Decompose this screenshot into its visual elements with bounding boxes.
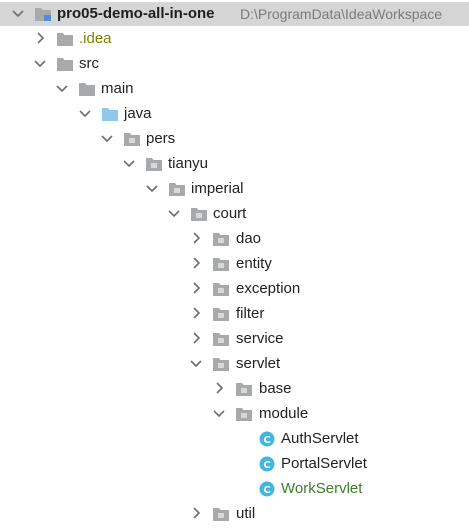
chevron-down-icon[interactable] — [32, 55, 48, 71]
folder-label: java — [124, 105, 152, 122]
package-label: base — [259, 380, 292, 397]
class-label: PortalServlet — [281, 455, 367, 472]
package-icon — [168, 180, 186, 198]
package-icon — [212, 280, 230, 298]
chevron-down-icon[interactable] — [54, 80, 70, 96]
tree-row-module[interactable]: module — [0, 402, 469, 426]
tree-row-tianyu[interactable]: tianyu — [0, 152, 469, 176]
package-label: tianyu — [168, 155, 209, 172]
package-icon — [212, 230, 230, 248]
chevron-right-icon[interactable] — [188, 255, 204, 271]
tree-row-servlet[interactable]: servlet — [0, 352, 469, 376]
tree-row-main[interactable]: main — [0, 77, 469, 101]
tree-row-src[interactable]: src — [0, 52, 469, 76]
package-icon — [212, 355, 230, 373]
tree-row-court[interactable]: court — [0, 202, 469, 226]
chevron-down-icon[interactable] — [77, 105, 93, 121]
package-icon — [212, 255, 230, 273]
source-folder-icon — [101, 105, 119, 123]
package-icon — [212, 330, 230, 348]
chevron-right-icon[interactable] — [188, 505, 204, 521]
folder-icon — [78, 80, 96, 98]
tree-row-java[interactable]: java — [0, 102, 469, 126]
package-label: util — [236, 505, 256, 522]
tree-row-dao[interactable]: dao — [0, 227, 469, 251]
folder-label: src — [79, 55, 99, 72]
package-label: servlet — [236, 355, 281, 372]
chevron-right-icon[interactable] — [188, 280, 204, 296]
chevron-down-icon[interactable] — [10, 5, 26, 21]
class-icon: C — [258, 455, 276, 473]
tree-row-workservlet[interactable]: C WorkServlet — [0, 477, 469, 501]
chevron-down-icon[interactable] — [121, 155, 137, 171]
chevron-right-icon[interactable] — [188, 330, 204, 346]
class-label: AuthServlet — [281, 430, 359, 447]
package-label: pers — [146, 130, 176, 147]
package-icon — [212, 505, 230, 523]
class-icon: C — [258, 430, 276, 448]
class-label: WorkServlet — [281, 480, 363, 497]
package-icon — [123, 130, 141, 148]
tree-row-portalservlet[interactable]: C PortalServlet — [0, 452, 469, 476]
folder-icon — [56, 30, 74, 48]
tree-row-entity[interactable]: entity — [0, 252, 469, 276]
tree-row-idea[interactable]: .idea — [0, 27, 469, 51]
tree-row-util[interactable]: util — [0, 502, 469, 526]
tree-row-imperial[interactable]: imperial — [0, 177, 469, 201]
chevron-down-icon[interactable] — [188, 355, 204, 371]
root-path: D:\ProgramData\IdeaWorkspace — [240, 6, 443, 22]
tree-row-authservlet[interactable]: C AuthServlet — [0, 427, 469, 451]
package-icon — [145, 155, 163, 173]
class-icon-letter: C — [263, 435, 270, 446]
package-label: module — [259, 405, 309, 422]
chevron-down-icon[interactable] — [166, 205, 182, 221]
folder-label: main — [101, 80, 134, 97]
chevron-right-icon[interactable] — [211, 380, 227, 396]
package-label: service — [236, 330, 284, 347]
tree-row-exception[interactable]: exception — [0, 277, 469, 301]
folder-icon — [56, 55, 74, 73]
chevron-down-icon[interactable] — [211, 405, 227, 421]
package-label: entity — [236, 255, 272, 272]
folder-label: .idea — [79, 30, 112, 47]
root-label: pro05-demo-all-in-one — [57, 5, 215, 22]
package-icon — [235, 405, 253, 423]
package-label: exception — [236, 280, 301, 297]
package-icon — [190, 205, 208, 223]
class-icon-letter: C — [263, 460, 270, 471]
tree-row-service[interactable]: service — [0, 327, 469, 351]
chevron-right-icon[interactable] — [188, 230, 204, 246]
chevron-down-icon[interactable] — [144, 180, 160, 196]
package-label: imperial — [191, 180, 244, 197]
class-icon: C — [258, 480, 276, 498]
chevron-right-icon[interactable] — [188, 305, 204, 321]
package-label: filter — [236, 305, 265, 322]
module-folder-icon — [34, 5, 52, 23]
chevron-down-icon[interactable] — [99, 130, 115, 146]
tree-row-pers[interactable]: pers — [0, 127, 469, 151]
package-icon — [235, 380, 253, 398]
tree-row-filter[interactable]: filter — [0, 302, 469, 326]
package-label: court — [213, 205, 247, 222]
chevron-right-icon[interactable] — [32, 30, 48, 46]
package-label: dao — [236, 230, 262, 247]
class-icon-letter: C — [263, 485, 270, 496]
tree-row-base[interactable]: base — [0, 377, 469, 401]
tree-row-root[interactable]: pro05-demo-all-in-one D:\ProgramData\Ide… — [0, 2, 469, 26]
package-icon — [212, 305, 230, 323]
